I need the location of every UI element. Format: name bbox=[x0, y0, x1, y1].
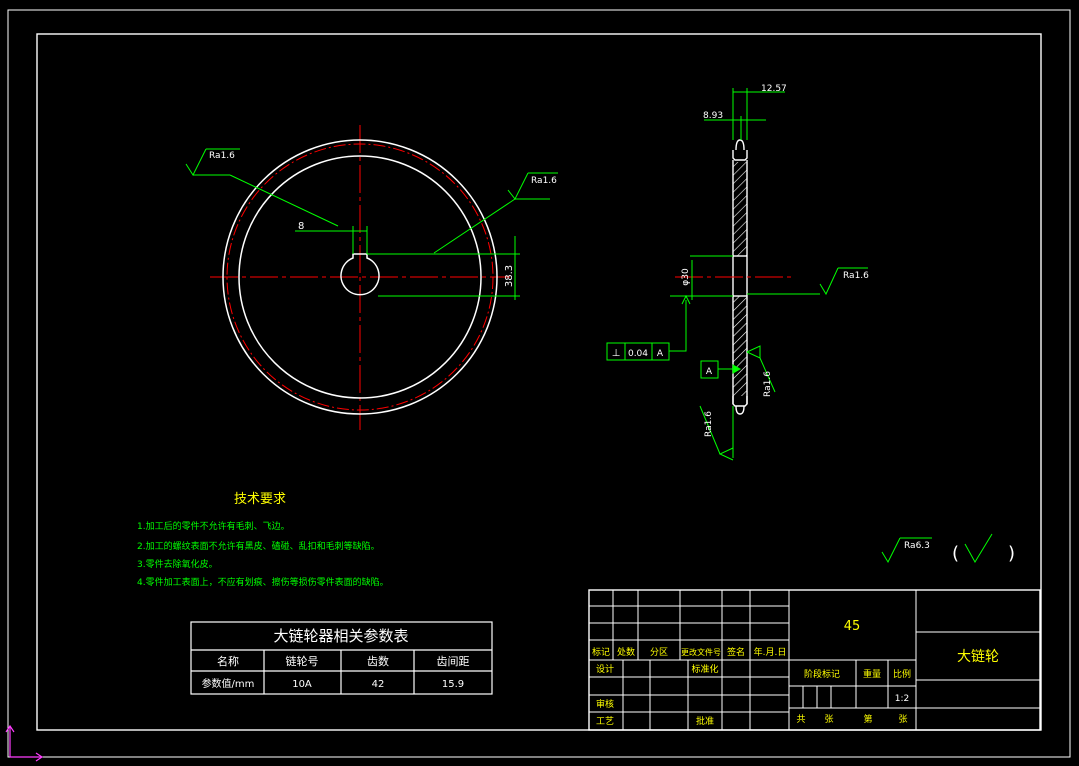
stage-mark-label: 阶段标记 bbox=[804, 668, 840, 680]
rev-header: 标记 bbox=[592, 646, 610, 658]
surface-finish-face-left-symbol bbox=[699, 405, 734, 461]
hub-circle bbox=[238, 155, 482, 399]
surface-finish-face-right-symbol bbox=[746, 345, 776, 393]
sheet-no-label: 第 bbox=[863, 713, 872, 725]
param-table: 大链轮器相关参数表 名称 链轮号 齿数 齿间距 参数值/mm 10A 42 15… bbox=[190, 621, 493, 695]
ucs-icon bbox=[5, 724, 44, 762]
general-finish-text: Ra6.3 bbox=[904, 541, 930, 551]
rev-header: 分区 bbox=[650, 647, 668, 658]
drawing-border bbox=[7, 9, 1071, 758]
tech-requirement-item: 2.加工的螺纹表面不允许有黑皮、磕碰、乱扣和毛刺等缺陷。 bbox=[137, 540, 380, 552]
general-surface-finish: Ra6.3 ( ) bbox=[881, 533, 1015, 564]
rev-header: 处数 bbox=[617, 646, 635, 658]
param-table-title: 大链轮器相关参数表 bbox=[273, 627, 408, 645]
pitch-circle bbox=[226, 143, 494, 411]
keyway-depth-text: 38.3 bbox=[504, 265, 515, 287]
bore-dim bbox=[670, 255, 733, 300]
front-view: 8 38.3 Ra1.6 Ra1.6 bbox=[185, 125, 558, 430]
part-name-text: 大链轮 bbox=[957, 649, 999, 665]
scale-value: 1:2 bbox=[895, 694, 909, 704]
width-dims bbox=[704, 88, 785, 140]
approve-label: 批准 bbox=[696, 715, 714, 727]
surface-finish-left-symbol bbox=[185, 148, 339, 227]
param-header: 链轮号 bbox=[286, 654, 319, 668]
process-label: 工艺 bbox=[596, 716, 614, 727]
inner-border bbox=[36, 33, 1042, 731]
review-label: 审核 bbox=[596, 698, 614, 710]
param-value: 15.9 bbox=[442, 679, 464, 690]
tech-requirements-title: 技术要求 bbox=[234, 492, 286, 507]
param-header: 名称 bbox=[217, 654, 239, 668]
param-row-label: 参数值/mm bbox=[202, 677, 255, 690]
tech-requirement-item: 1.加工后的零件不允许有毛刺、飞边。 bbox=[137, 520, 290, 532]
rev-header: 更改文件号 bbox=[681, 647, 721, 657]
surface-finish-right-symbol bbox=[433, 172, 558, 254]
weight-label: 重量 bbox=[863, 668, 881, 680]
width-tooth-text: 8.93 bbox=[703, 111, 723, 121]
sheets-unit-label: 张 bbox=[824, 714, 833, 725]
design-label: 设计 bbox=[596, 663, 614, 675]
section-hatch bbox=[733, 162, 747, 396]
tech-requirement-item: 3.零件去除氧化皮。 bbox=[137, 558, 218, 570]
sheets-total-label: 共 bbox=[796, 714, 805, 725]
param-header: 齿数 bbox=[367, 655, 389, 668]
param-value: 10A bbox=[292, 679, 312, 690]
tech-requirement-item: 4.零件加工表面上，不应有划痕、擦伤等损伤零件表面的缺陷。 bbox=[137, 576, 389, 588]
tolerance-value-text: 0.04 bbox=[628, 349, 648, 359]
general-finish-open: ( bbox=[952, 543, 959, 564]
keyway-width-text: 8 bbox=[298, 221, 304, 232]
title-block: 标记 处数 分区 更改文件号 签名 年.月.日 设计 标准化 审核 工艺 批准 … bbox=[588, 589, 1041, 731]
param-header: 齿间距 bbox=[437, 655, 470, 668]
surface-finish-right-text: Ra1.6 bbox=[531, 176, 557, 186]
rev-header: 签名 bbox=[727, 646, 745, 658]
keyway-depth-dim bbox=[367, 236, 520, 300]
bore-dia-text: φ30 bbox=[681, 268, 691, 286]
tolerance-datum-text: A bbox=[657, 349, 664, 359]
datum-marker bbox=[700, 360, 742, 379]
general-finish-close: ) bbox=[1008, 543, 1015, 564]
width-total-text: 12.57 bbox=[761, 84, 787, 94]
rev-header: 年.月.日 bbox=[754, 646, 787, 658]
side-view: 12.57 8.93 φ30 Ra1.6 ⊥ 0.04 A bbox=[606, 84, 869, 461]
surface-finish-bore-text: Ra1.6 bbox=[843, 271, 869, 281]
outer-rim bbox=[222, 139, 498, 415]
surface-finish-face-left-text: Ra1.6 bbox=[704, 411, 714, 437]
standardize-label: 标准化 bbox=[691, 663, 718, 675]
tech-requirements: 技术要求 1.加工后的零件不允许有毛刺、飞边。 2.加工的螺纹表面不允许有黑皮、… bbox=[137, 492, 389, 588]
surface-finish-left-text: Ra1.6 bbox=[209, 151, 235, 161]
scale-label: 比例 bbox=[893, 668, 911, 680]
perpendicularity-frame bbox=[606, 294, 691, 361]
bore-with-keyway bbox=[340, 253, 380, 296]
outer-border bbox=[7, 9, 1071, 758]
keyway-width-dim bbox=[295, 226, 368, 254]
param-value: 42 bbox=[372, 679, 385, 690]
material-text: 45 bbox=[844, 619, 861, 634]
surface-finish-face-right-text: Ra1.6 bbox=[763, 371, 773, 397]
sheets-unit-label: 张 bbox=[898, 714, 907, 725]
tolerance-symbol-text: ⊥ bbox=[612, 348, 621, 359]
surface-finish-bore-symbol bbox=[747, 267, 868, 296]
datum-label-text: A bbox=[706, 367, 713, 377]
